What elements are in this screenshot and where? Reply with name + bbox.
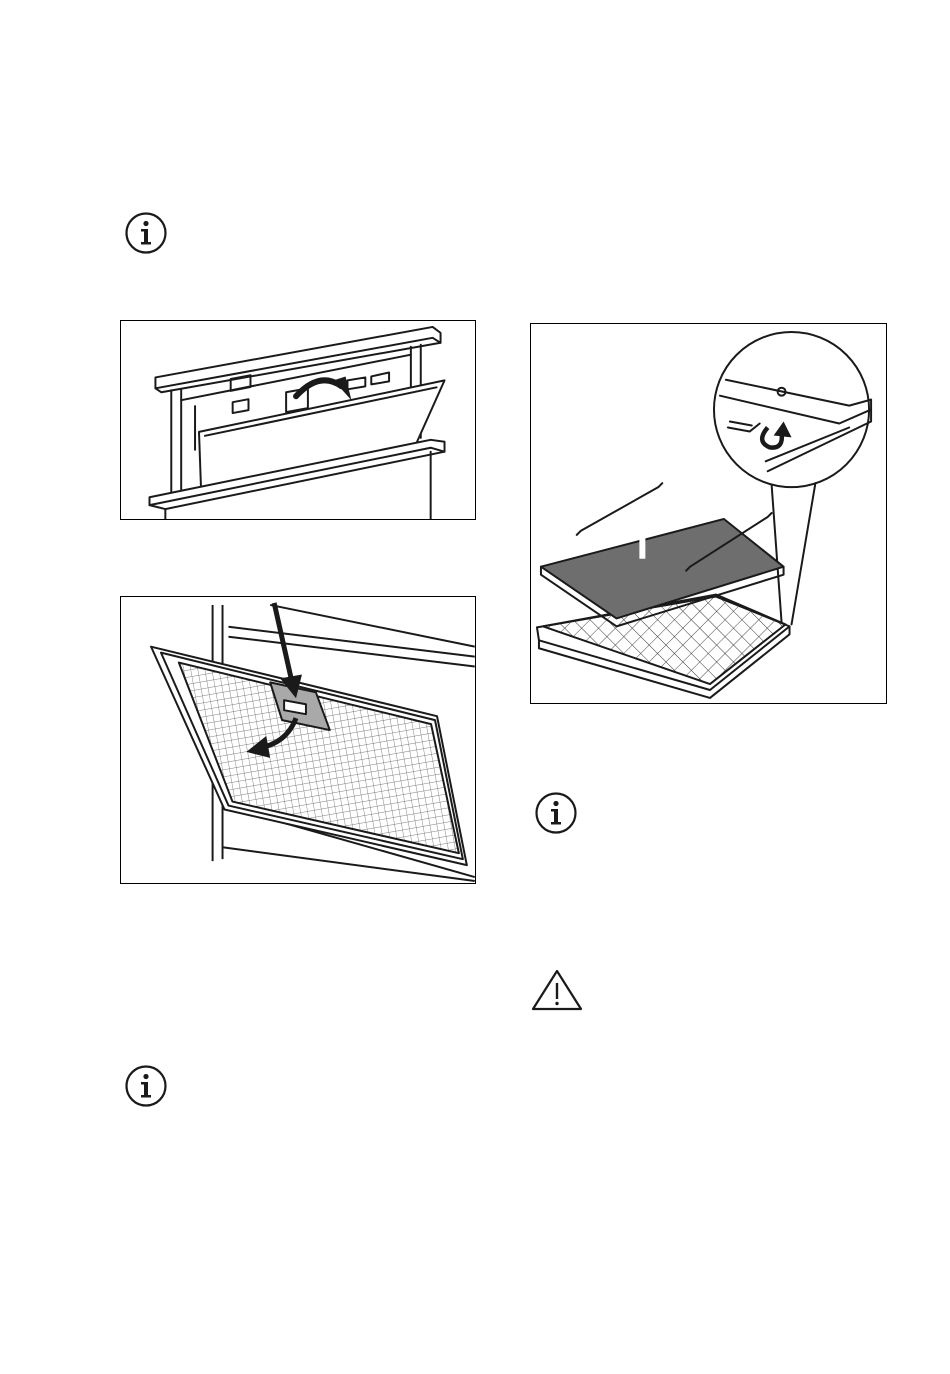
info-icon [124, 1064, 168, 1108]
hood-panel-open-illustration [120, 320, 476, 520]
info-icon [124, 211, 168, 255]
grease-filter-removal-illustration [120, 596, 476, 884]
warning-icon [530, 968, 584, 1012]
carbon-filter-replacement-illustration [530, 323, 887, 704]
info-icon [534, 791, 578, 835]
